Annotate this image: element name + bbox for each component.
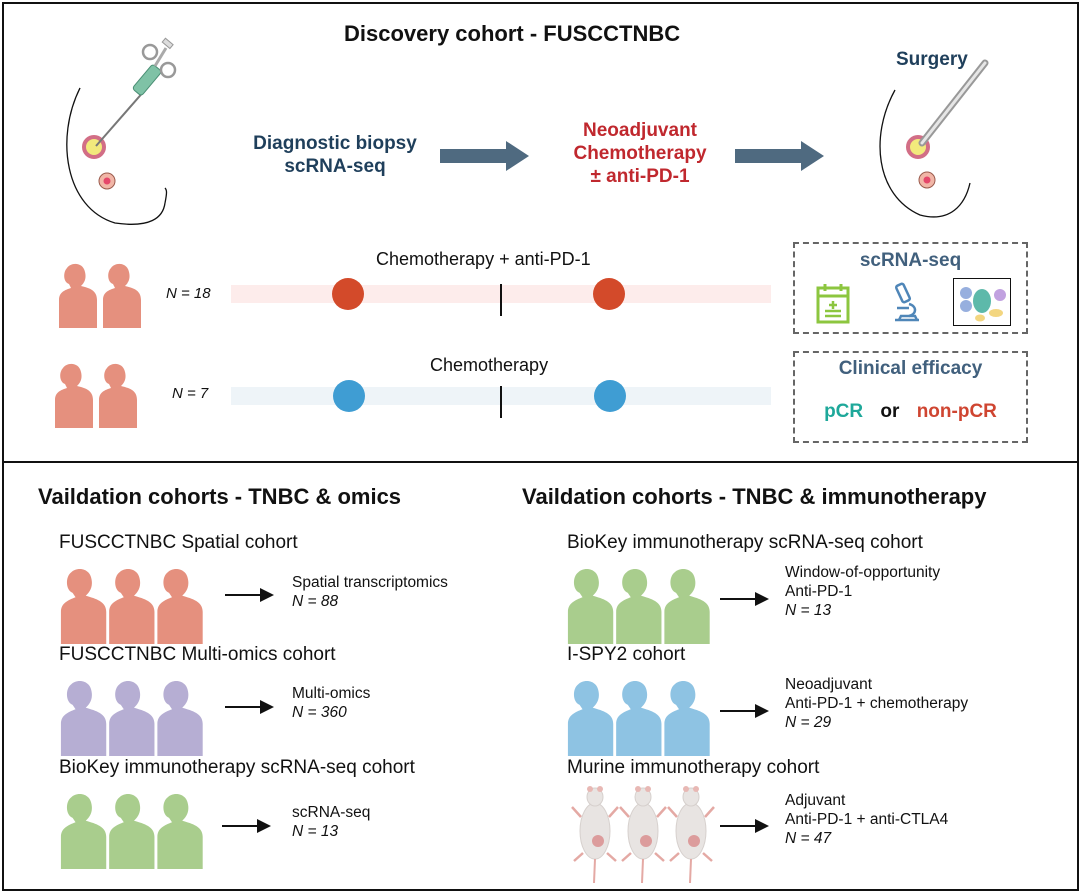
step2-line3: ± anti-PD-1 <box>590 166 690 187</box>
clinical-efficacy-title: Clinical efficacy <box>838 358 983 379</box>
arm1-people-icon <box>45 262 155 328</box>
arrow-icon <box>720 825 756 827</box>
cohort-people-icon <box>59 568 209 644</box>
pcr-label: pCR <box>824 401 864 422</box>
arrow-head-icon <box>755 592 769 606</box>
person-icon <box>59 263 141 328</box>
immuno-cohort-desc: Neoadjuvant Anti-PD-1 + chemotherapy N =… <box>785 675 968 732</box>
clipboard-icon <box>815 282 851 324</box>
immuno-cohort-name: BioKey immunotherapy scRNA-seq cohort <box>567 532 923 553</box>
omics-cohort-name: FUSCCTNBC Spatial cohort <box>59 532 298 553</box>
desc-line: Neoadjuvant <box>785 676 873 693</box>
person-icon <box>567 569 710 644</box>
microscope-icon <box>887 282 923 324</box>
cohort-n: N = 13 <box>292 823 339 840</box>
step2-line1: Neoadjuvant <box>582 120 698 141</box>
clinical-efficacy-box: Clinical efficacy pCR or non-pCR <box>793 351 1028 443</box>
validation-immuno-title: Vaildation cohorts - TNBC & immunotherap… <box>522 484 987 509</box>
desc-line: Spatial transcriptomics <box>292 574 448 591</box>
desc-line: Anti-PD-1 <box>785 583 853 600</box>
umap-plot-icon <box>953 278 1011 326</box>
arm2-label: Chemotherapy <box>430 355 549 375</box>
flow-arrow-1 <box>440 141 530 171</box>
cohort-n: N = 88 <box>292 593 339 610</box>
arm2-surgery-tick <box>500 386 502 418</box>
person-icon <box>60 681 203 756</box>
cohort-people-icon <box>566 680 716 756</box>
arrow-head-icon <box>260 700 274 714</box>
omics-cohort-name: BioKey immunotherapy scRNA-seq cohort <box>59 757 415 778</box>
arm1-n: N = 18 <box>166 285 211 302</box>
person-icon <box>60 794 203 869</box>
validation-omics-title: Vaildation cohorts - TNBC & omics <box>38 484 402 509</box>
discovery-title: Discovery cohort - FUSCCTNBC <box>344 21 681 46</box>
scrna-seq-box: scRNA-seq <box>793 242 1028 334</box>
arrow-icon <box>222 825 258 827</box>
immuno-cohort-desc: Window-of-opportunity Anti-PD-1 N = 13 <box>785 563 940 620</box>
non-pcr-label: non-pCR <box>916 401 997 422</box>
breast-biopsy-illustration <box>55 28 185 228</box>
arrow-head-icon <box>755 704 769 718</box>
arm1-label: Chemotherapy + anti-PD-1 <box>376 249 591 269</box>
step2-line2: Chemotherapy <box>573 143 707 164</box>
arrow-head-icon <box>257 819 271 833</box>
step1-line2: scRNA-seq <box>284 156 386 177</box>
cohort-n: N = 29 <box>785 714 832 731</box>
arrow-icon <box>225 706 261 708</box>
omics-cohort-desc: scRNA-seq N = 13 <box>292 803 370 841</box>
cohort-people-icon <box>59 793 209 869</box>
person-icon <box>55 363 137 428</box>
arm1-surgery-tick <box>500 284 502 316</box>
arm2-post-sample-dot <box>594 380 626 412</box>
desc-line: Anti-PD-1 + chemotherapy <box>785 695 969 712</box>
immuno-cohort-desc: Adjuvant Anti-PD-1 + anti-CTLA4 N = 47 <box>785 791 948 848</box>
desc-line: Anti-PD-1 + anti-CTLA4 <box>785 811 949 828</box>
step1-line1: Diagnostic biopsy <box>253 133 417 154</box>
immuno-cohort-name: Murine immunotherapy cohort <box>567 757 820 778</box>
person-icon <box>567 681 710 756</box>
cohort-n: N = 360 <box>292 704 347 721</box>
omics-cohort-name: FUSCCTNBC Multi-omics cohort <box>59 644 336 665</box>
omics-cohort-desc: Spatial transcriptomics N = 88 <box>292 573 448 611</box>
arrow-head-icon <box>755 819 769 833</box>
step-surgery: Surgery <box>896 49 968 70</box>
scrna-seq-title: scRNA-seq <box>859 250 962 271</box>
cohort-n: N = 13 <box>785 602 832 619</box>
section-divider <box>2 461 1079 463</box>
arm1-post-sample-dot <box>593 278 625 310</box>
arrow-icon <box>720 710 756 712</box>
desc-line: scRNA-seq <box>292 804 371 821</box>
flow-arrow-2 <box>735 141 825 171</box>
efficacy-outcomes: pCR or non-pCR <box>795 401 1026 423</box>
step-neoadjuvant: Neoadjuvant Chemotherapy ± anti-PD-1 <box>540 119 740 188</box>
arm2-people-icon <box>45 362 155 428</box>
cohort-people-icon <box>566 568 716 644</box>
person-icon <box>60 569 203 644</box>
omics-cohort-desc: Multi-omics N = 360 <box>292 684 370 722</box>
or-label: or <box>880 401 900 422</box>
desc-line: Window-of-opportunity <box>785 564 941 581</box>
mouse-icons <box>570 783 720 883</box>
breast-surgery-illustration <box>860 55 1010 225</box>
arrow-head-icon <box>260 588 274 602</box>
arm2-n: N = 7 <box>172 385 209 402</box>
arrow-icon <box>720 598 756 600</box>
desc-line: Multi-omics <box>292 685 371 702</box>
arm2-pre-sample-dot <box>333 380 365 412</box>
arm1-pre-sample-dot <box>332 278 364 310</box>
arrow-icon <box>225 594 261 596</box>
step-diagnostic-biopsy: Diagnostic biopsy scRNA-seq <box>230 132 440 178</box>
desc-line: Adjuvant <box>785 792 846 809</box>
cohort-people-icon <box>59 680 209 756</box>
cohort-n: N = 47 <box>785 830 832 847</box>
immuno-cohort-name: I-SPY2 cohort <box>567 644 686 665</box>
